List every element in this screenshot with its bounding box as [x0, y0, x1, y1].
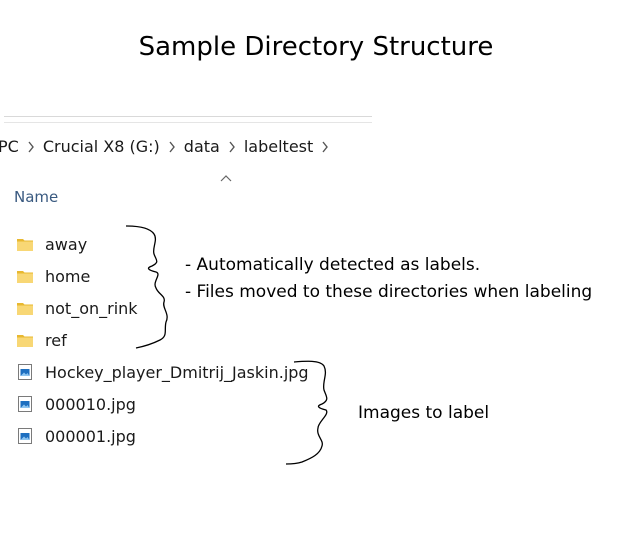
folder-name: away [45, 234, 88, 254]
file-name: 000010.jpg [45, 394, 136, 414]
folder-icon [17, 239, 33, 251]
file-list: away home not_on_rink ref [16, 228, 309, 452]
breadcrumb-item-labeltest[interactable]: labeltest [243, 136, 314, 156]
folders-annotation-line2: - Files moved to these directories when … [185, 282, 593, 302]
page-title: Sample Directory Structure [138, 32, 494, 62]
chevron-right-icon[interactable] [19, 137, 43, 156]
files-annotation: Images to label [358, 403, 490, 423]
window-border [4, 116, 372, 117]
folder-icon [17, 271, 33, 283]
breadcrumb-item-drive[interactable]: Crucial X8 (G:) [42, 136, 160, 156]
file-name: Hockey_player_Dmitrij_Jaskin.jpg [45, 362, 309, 382]
folders-brace [125, 225, 168, 349]
folder-name: home [45, 266, 91, 286]
file-item-000010[interactable]: 000010.jpg [16, 388, 309, 420]
chevron-right-icon[interactable] [220, 137, 244, 156]
folders-annotation-line1: - Automatically detected as labels. [185, 255, 481, 275]
folder-icon [17, 303, 33, 315]
folder-item-not-on-rink[interactable]: not_on_rink [16, 292, 309, 324]
folder-name: ref [45, 330, 67, 350]
column-header-name[interactable]: Name [14, 188, 59, 206]
file-name: 000001.jpg [45, 426, 136, 446]
image-file-icon [18, 428, 32, 444]
breadcrumb-item-data[interactable]: data [183, 136, 220, 156]
folder-name: not_on_rink [45, 298, 138, 318]
folder-icon [17, 335, 33, 347]
window-border-inner [4, 122, 372, 123]
image-file-icon [18, 396, 32, 412]
breadcrumb: PC Crucial X8 (G:) data labeltest [0, 134, 337, 158]
folder-item-away[interactable]: away [16, 228, 309, 260]
sort-up-icon[interactable] [220, 174, 232, 182]
file-item-hockey-player[interactable]: Hockey_player_Dmitrij_Jaskin.jpg [16, 356, 309, 388]
breadcrumb-item-pc[interactable]: PC [0, 136, 19, 156]
chevron-right-icon[interactable] [160, 137, 184, 156]
file-item-000001[interactable]: 000001.jpg [16, 420, 309, 452]
file-explorer-window: PC Crucial X8 (G:) data labeltest Name a… [0, 116, 372, 466]
image-file-icon [18, 364, 32, 380]
folder-item-ref[interactable]: ref [16, 324, 309, 356]
files-brace [285, 360, 328, 465]
chevron-right-icon[interactable] [313, 137, 337, 156]
folder-item-home[interactable]: home [16, 260, 309, 292]
